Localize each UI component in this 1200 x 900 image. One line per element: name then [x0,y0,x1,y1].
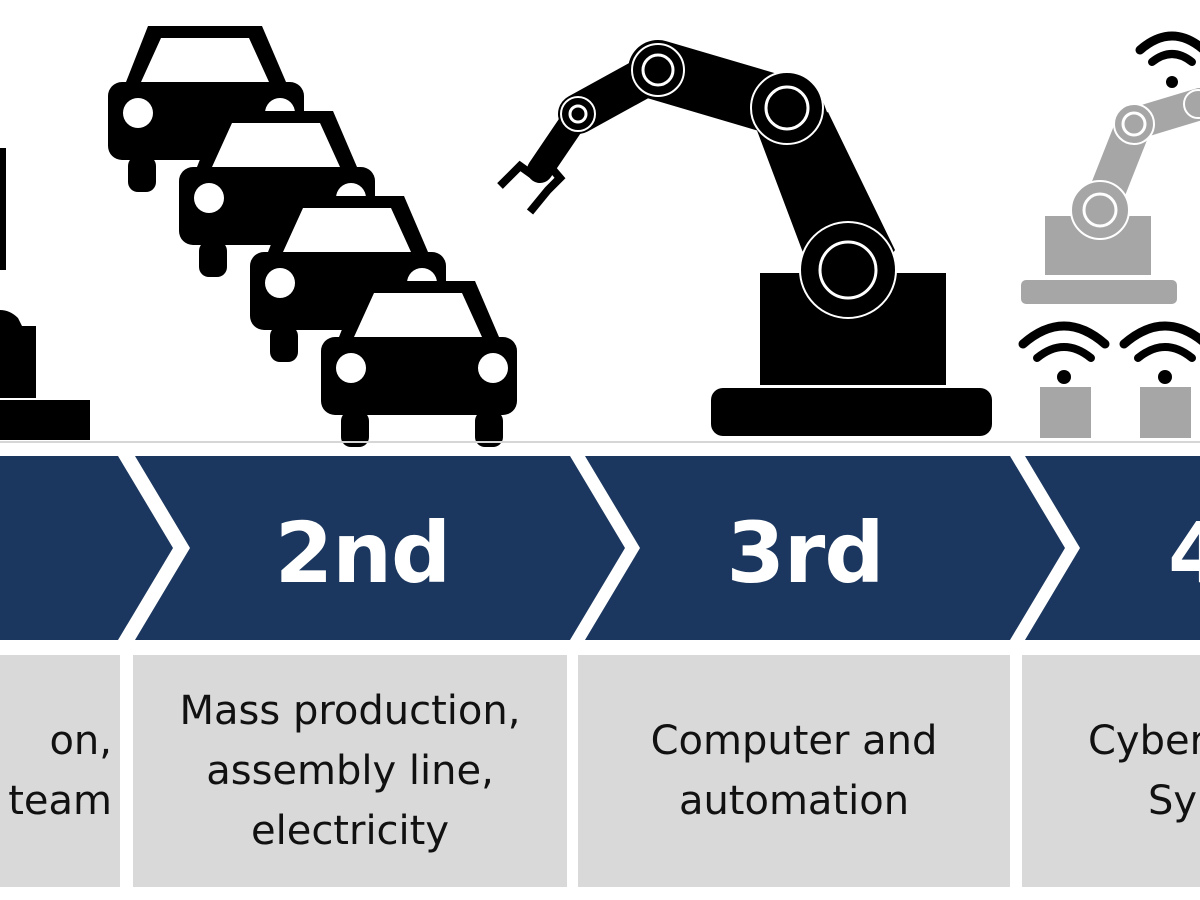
chevron-stage-1 [0,456,173,640]
stage-banner [0,456,1200,640]
icons-row [0,26,1200,447]
description-line: electricity [250,808,450,854]
chevron-stage-4 [1025,456,1200,640]
description-line: on, [49,718,112,764]
stage-description-box: Cyber Sy [1022,655,1200,887]
chevron-stage-2 [135,456,625,640]
wifi-icon [1018,321,1110,384]
robot-arm-icon [497,40,992,436]
description-line: Computer and [650,718,938,764]
stage-label: 2nd [274,504,451,602]
description-line: automation [678,778,910,824]
stage-description-box: Computer and automation [578,655,1010,887]
description-line: Mass production, [179,688,521,734]
wifi-icon [1119,321,1200,384]
steam-machine-icon [0,148,90,440]
stage-label: 3rd [726,504,884,602]
connected-robot-arm-icon [1021,88,1200,438]
cars-icon [108,26,517,447]
stage-description-box: on, team [0,655,120,887]
description-line: assembly line, [206,748,494,794]
description-line: team [8,778,112,824]
description-line: Cyber [1088,718,1200,764]
stage-description-box: Mass production, assembly line, electric… [133,655,567,887]
description-line: Sy [1148,778,1198,824]
wifi-icon [1135,31,1200,88]
chevron-stage-3 [585,456,1065,640]
stage-label: 4 [1168,504,1200,602]
